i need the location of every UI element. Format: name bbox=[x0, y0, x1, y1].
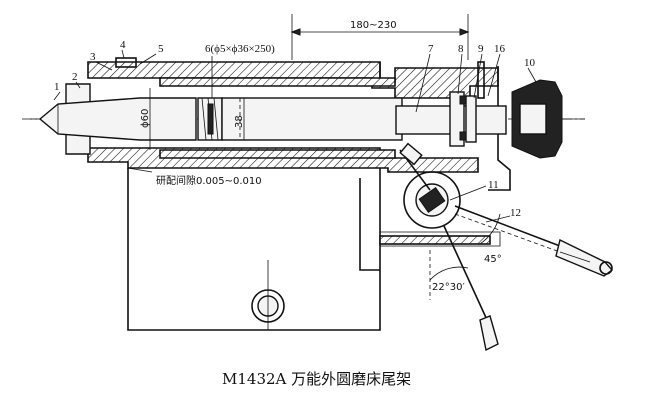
bore-38-label: 38 bbox=[234, 115, 245, 128]
angle-45-label: 45° bbox=[484, 254, 502, 265]
label-part-8: 8 bbox=[458, 43, 464, 55]
lapping-clearance-label: 研配间隙0.005~0.010 bbox=[156, 174, 262, 187]
bore-phi60-label: ϕ60 bbox=[140, 109, 151, 128]
quill-sleeve bbox=[159, 77, 396, 159]
dead-center bbox=[30, 97, 197, 141]
angle-22-label: 22°30′ bbox=[432, 282, 465, 293]
leader-lines bbox=[53, 49, 537, 223]
lower-handle bbox=[429, 225, 499, 352]
label-part-9: 9 bbox=[478, 43, 484, 55]
spring-pack bbox=[197, 97, 223, 141]
label-part-1: 1 bbox=[54, 81, 60, 93]
figure-caption: M1432A 万能外圆磨床尾架 bbox=[222, 370, 411, 388]
travel-dimension-label: 180~230 bbox=[350, 20, 397, 31]
label-part-16: 16 bbox=[494, 43, 506, 55]
rear-nut-assembly bbox=[449, 61, 485, 147]
label-part-11: 11 bbox=[488, 179, 499, 191]
label-part-5: 5 bbox=[158, 43, 164, 55]
label-part-6: 6(ϕ5×ϕ36×250) bbox=[205, 43, 275, 55]
label-part-7: 7 bbox=[428, 43, 434, 55]
label-part-4: 4 bbox=[120, 39, 126, 51]
label-part-3: 3 bbox=[90, 51, 96, 63]
label-part-2: 2 bbox=[72, 71, 78, 83]
operating-handle bbox=[454, 205, 614, 277]
label-part-10: 10 bbox=[524, 57, 536, 69]
lever-cam bbox=[399, 142, 461, 229]
travel-dimension bbox=[290, 14, 470, 60]
handwheel-knob bbox=[511, 79, 585, 159]
label-part-12: 12 bbox=[510, 207, 521, 219]
angle-arc-45 bbox=[479, 213, 501, 245]
base-casting bbox=[127, 168, 501, 331]
